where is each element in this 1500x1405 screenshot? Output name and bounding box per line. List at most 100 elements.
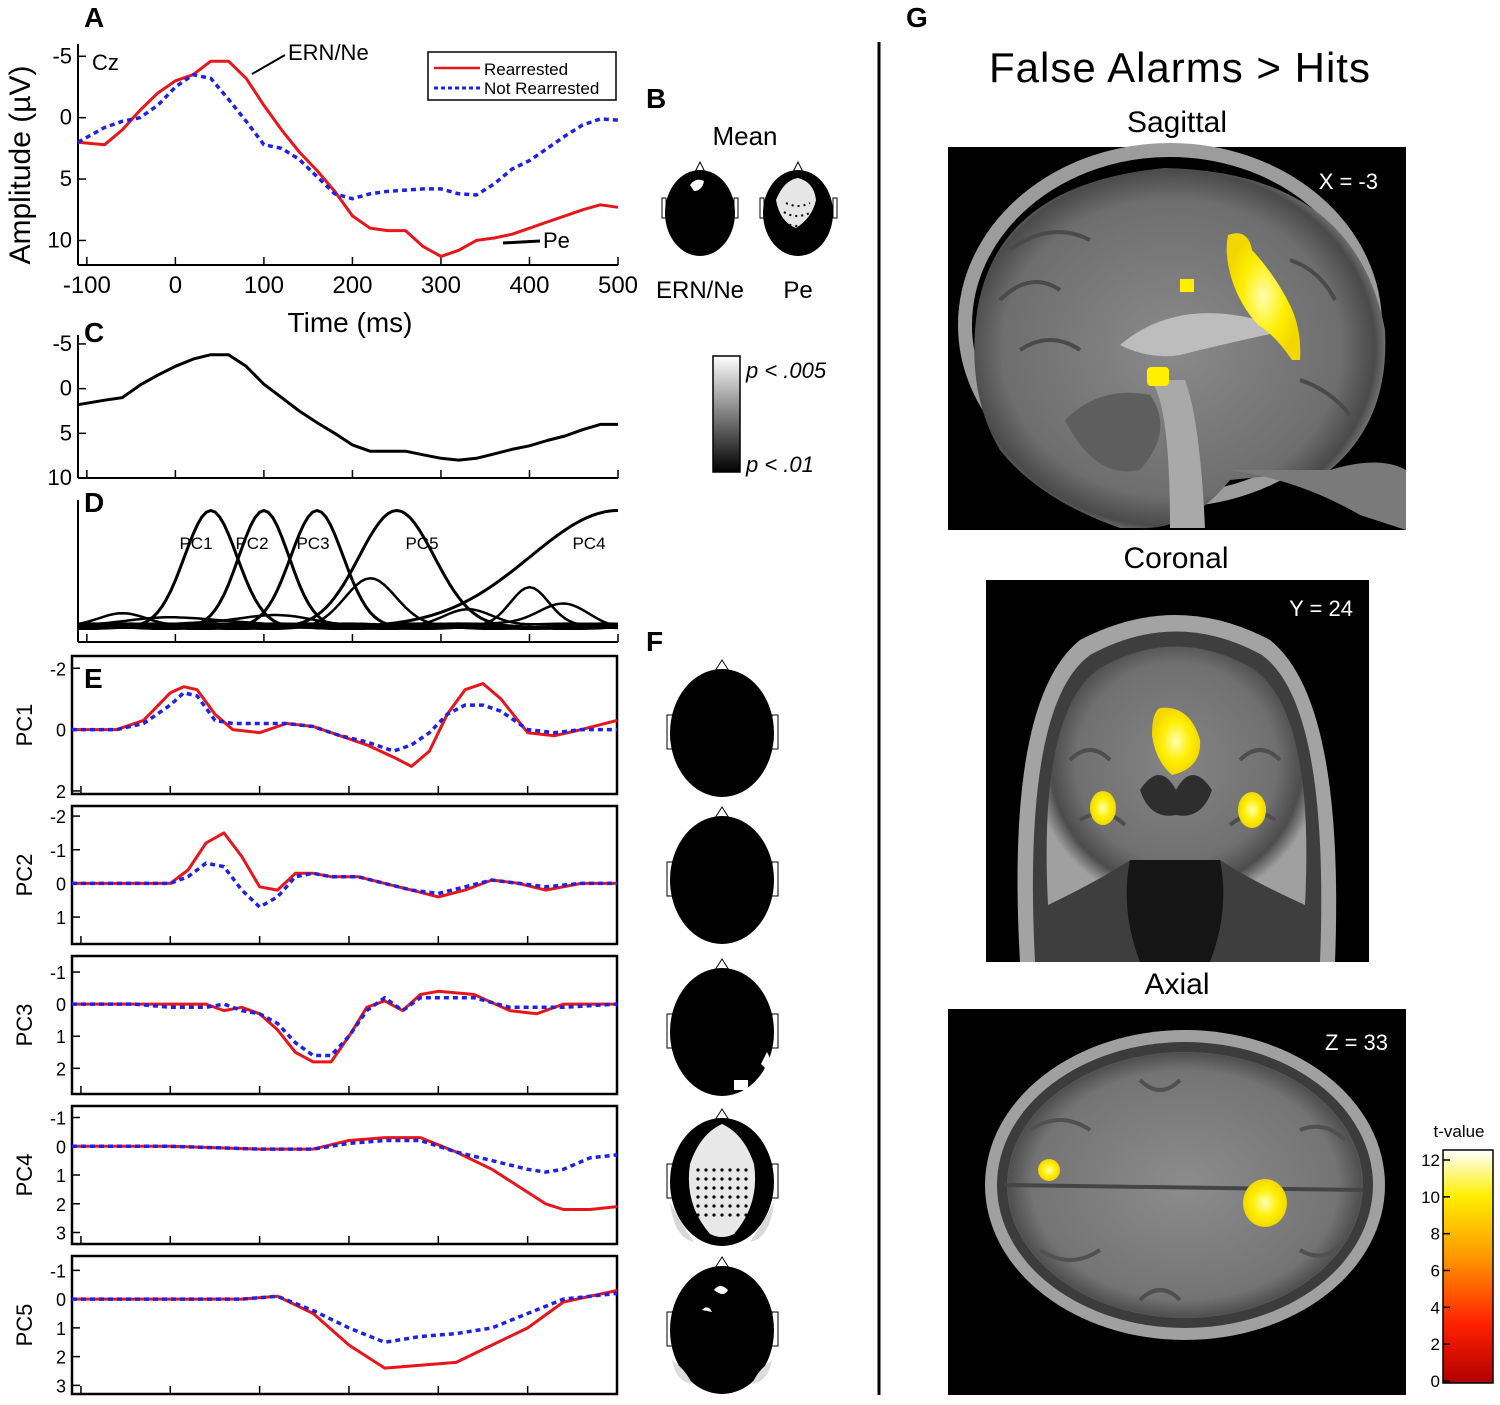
y-tick-label: 10 <box>48 465 72 490</box>
electrode-dot <box>712 1213 716 1217</box>
t-tick-label: 12 <box>1421 1151 1440 1170</box>
electrode-dot <box>744 1213 748 1217</box>
sig-region <box>752 1360 772 1384</box>
sagittal-image: X = -3 <box>948 143 1406 530</box>
mean-label: Mean <box>712 121 777 151</box>
pc-series-not-rearrested <box>72 861 617 909</box>
y-tick-label: -5 <box>52 331 72 356</box>
electrode-dot <box>704 1204 708 1208</box>
t-tick-label: 2 <box>1431 1335 1440 1354</box>
x-tick-label: 300 <box>421 272 461 299</box>
activation-cluster-small <box>1180 279 1194 292</box>
activation-cluster-right-insula <box>1238 792 1266 828</box>
y-tick-label: 0 <box>56 874 66 894</box>
panel-b-topomaps: Mean ERN/Ne Pe <box>656 121 838 304</box>
sig-region <box>714 1286 728 1294</box>
pc-series-rearrested <box>72 1289 618 1370</box>
panel-f-topomaps <box>666 659 779 1394</box>
electrode-dot <box>704 1168 708 1172</box>
electrode-dot <box>720 1168 724 1172</box>
pc-series-not-rearrested <box>72 1138 618 1174</box>
pc-series-not-rearrested <box>72 691 617 753</box>
p-value-gradient <box>712 355 741 473</box>
legend: Rearrested Not Rearrested <box>427 51 617 101</box>
y-tick-label: 10 <box>48 227 72 252</box>
topomap-pe-label: Pe <box>783 277 812 304</box>
x-tick-label: 100 <box>244 272 284 299</box>
y-tick-label: -2 <box>50 659 66 679</box>
p-value-label-top: p < .005 <box>745 358 827 383</box>
component-label: PC5 <box>405 534 438 553</box>
electrode-dot <box>744 1204 748 1208</box>
y-tick-label: 5 <box>60 166 72 191</box>
sagittal-coordinate: X = -3 <box>1319 169 1378 194</box>
electrode-dot <box>720 1195 724 1199</box>
activation-cluster-medial <box>1243 1179 1287 1227</box>
head <box>670 968 774 1096</box>
electrode-dot <box>728 1177 732 1181</box>
y-tick-label: 1 <box>56 908 66 928</box>
series-rearrested <box>77 59 619 258</box>
electrode-dot <box>712 1168 716 1172</box>
view-label-axial: Axial <box>1144 968 1209 1001</box>
electrode-dot <box>696 1186 700 1190</box>
t-tick-label: 10 <box>1421 1188 1440 1207</box>
topomap-ern-label: ERN/Ne <box>656 277 744 304</box>
y-tick-label: 2 <box>56 782 66 802</box>
annotation-pe: Pe <box>543 228 570 253</box>
legend-label-rearrested: Rearrested <box>484 60 568 79</box>
electrode-dot <box>728 1213 732 1217</box>
y-tick-label: 3 <box>56 1376 66 1396</box>
sig-region <box>672 1360 692 1384</box>
x-tick-label: 0 <box>169 272 182 299</box>
electrode-dot <box>744 1186 748 1190</box>
y-tick-label: 0 <box>56 995 66 1015</box>
y-tick-label: 0 <box>56 1137 66 1157</box>
view-label-sagittal: Sagittal <box>1127 106 1227 139</box>
head <box>670 1266 774 1394</box>
topomap-pe <box>759 160 838 256</box>
y-tick-label: 0 <box>56 1290 66 1310</box>
pc-ylabel: PC4 <box>12 1154 37 1197</box>
x-tick-label: 400 <box>509 272 549 299</box>
y-tick-label: 3 <box>56 1224 66 1244</box>
electrode-dot <box>712 1186 716 1190</box>
axial-coordinate: Z = 33 <box>1325 1030 1388 1055</box>
electrode-dot <box>712 1195 716 1199</box>
activation-cluster-thalamus <box>1147 367 1169 386</box>
x-tick-label: -100 <box>63 272 111 299</box>
y-tick-label: 2 <box>56 1348 66 1368</box>
annotation-ern: ERN/Ne <box>288 40 369 65</box>
activation-cluster-cingulate <box>1152 707 1201 775</box>
t-tick-label: 8 <box>1431 1225 1440 1244</box>
electrode-dot <box>720 1186 724 1190</box>
topomap-pc2 <box>666 806 779 944</box>
panel-label-c: C <box>84 317 104 348</box>
t-tick-label: 6 <box>1431 1262 1440 1281</box>
sig-region <box>702 1307 712 1312</box>
sig-region <box>670 1202 694 1242</box>
panel-label-d: D <box>84 487 104 518</box>
component-minor <box>77 616 619 631</box>
electrode-dot <box>696 1204 700 1208</box>
y-tick-label: -1 <box>50 841 66 861</box>
panel-label-g: G <box>906 2 928 33</box>
electrode-dot <box>736 1213 740 1217</box>
pc-series-rearrested <box>72 989 617 1064</box>
head <box>670 816 774 944</box>
pc-ylabel: PC2 <box>12 854 37 897</box>
series-difference <box>77 353 618 462</box>
electrode-dot <box>712 1177 716 1181</box>
electrode-dot <box>704 1213 708 1217</box>
coronal-image: Y = 24 <box>986 580 1369 962</box>
panel-label-e: E <box>84 663 103 694</box>
activation-cluster-frontal <box>1038 1159 1060 1181</box>
pc-series-rearrested <box>72 1136 618 1211</box>
y-axis-label: Amplitude (µV) <box>4 65 37 264</box>
